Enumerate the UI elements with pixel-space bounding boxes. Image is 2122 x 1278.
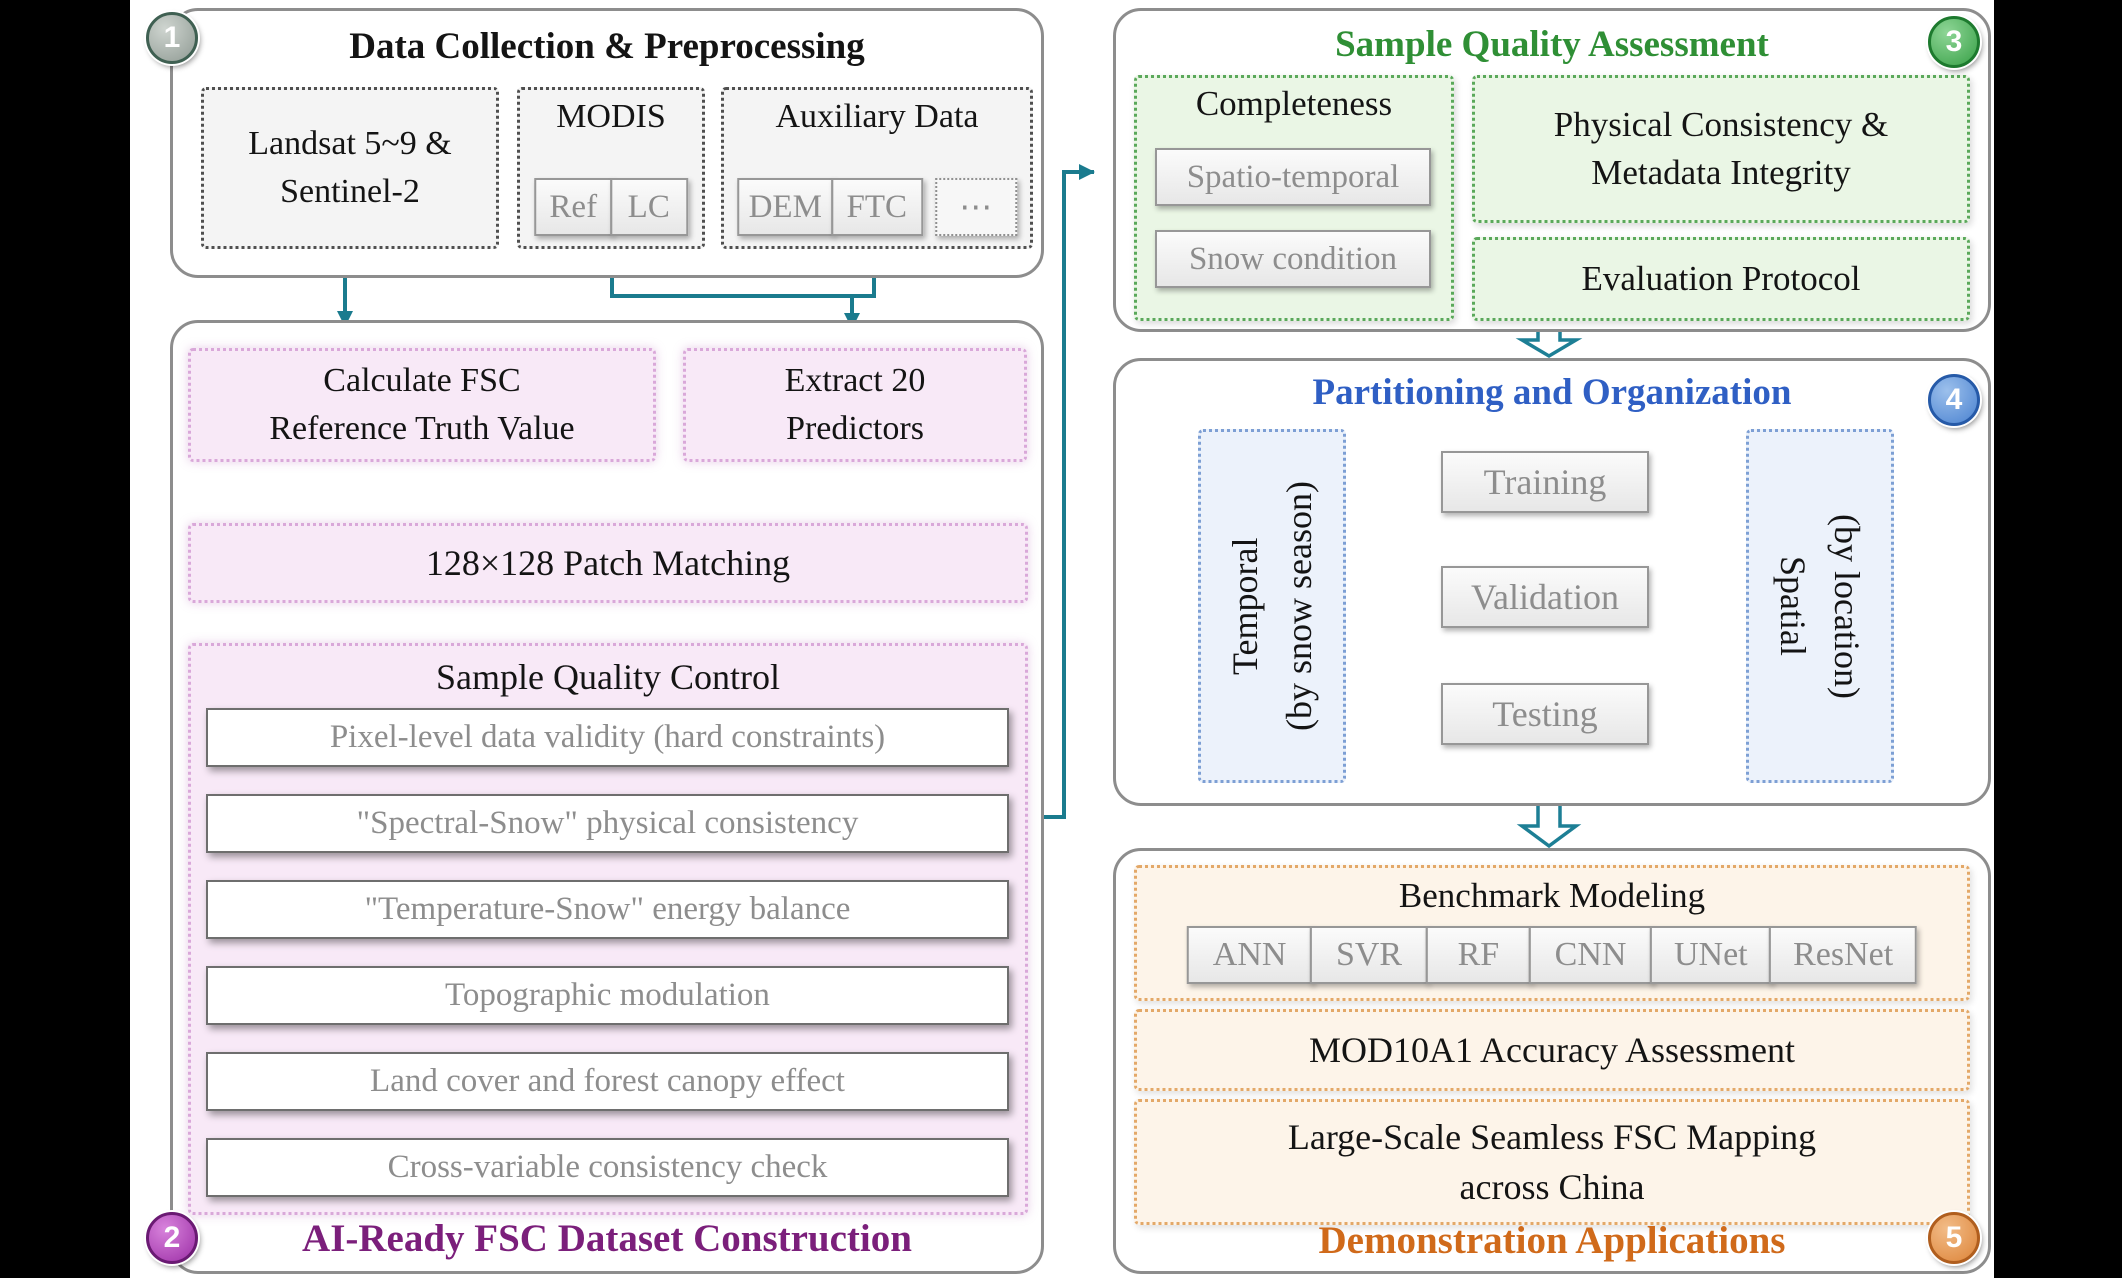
sqc-item-temperature-snow: "Temperature-Snow" energy balance [206,880,1009,939]
validation-split-box: Validation [1441,566,1649,628]
temporal-partition-label: Temporal (by snow season) [1225,481,1319,731]
more-items-cell: ⋯ [934,178,1017,236]
model-rf-cell: RF [1425,926,1532,984]
sqc-item-topographic: Topographic modulation [206,966,1009,1025]
sqc-item-spectral-snow: "Spectral-Snow" physical consistency [206,794,1009,853]
testing-split-box: Testing [1441,683,1649,745]
modis-label: MODIS [556,98,666,135]
data-collection-title: Data Collection & Preprocessing [349,26,865,67]
landsat-sentinel-box: Landsat 5~9 & Sentinel-2 [201,87,499,249]
auxiliary-label: Auxiliary Data [775,98,979,135]
dem-cell: DEM [737,178,834,236]
dataset-construction-title: AI-Ready FSC Dataset Construction [302,1217,912,1260]
evaluation-protocol-box: Evaluation Protocol [1472,237,1970,321]
extract-predictors-box: Extract 20 Predictors [683,348,1027,462]
fsc-mapping-box: Large-Scale Seamless FSC Mapping across … [1134,1099,1970,1225]
panel-partitioning: Partitioning and Organization Temporal (… [1113,358,1991,806]
step-5-badge: 5 [1928,1212,1980,1264]
demonstration-title: Demonstration Applications [1318,1219,1786,1262]
sqc-item-land-cover: Land cover and forest canopy effect [206,1052,1009,1111]
modis-lc-cell: LC [609,178,688,236]
auxiliary-items-row: DEM FTC ⋯ [737,178,1017,236]
step-4-badge: 4 [1928,374,1980,426]
physical-consistency-box: Physical Consistency & Metadata Integrit… [1472,75,1970,223]
snow-condition-cell: Snow condition [1155,230,1431,288]
benchmark-modeling-box: Benchmark Modeling ANN SVR RF CNN UNet R… [1134,865,1970,1001]
step-2-badge: 2 [146,1212,198,1264]
partitioning-title: Partitioning and Organization [1312,372,1792,413]
benchmark-modeling-title: Benchmark Modeling [1398,876,1706,915]
completeness-title: Completeness [1195,84,1393,123]
ftc-cell: FTC [830,178,923,236]
sqc-item-pixel-validity: Pixel-level data validity (hard constrai… [206,708,1009,767]
spatial-partition-box: Spatial (by location) [1746,429,1894,783]
panel-data-collection: Data Collection & Preprocessing Landsat … [170,8,1044,278]
spatial-partition-label: Spatial (by location) [1773,513,1867,699]
step-1-badge: 1 [146,12,198,64]
sample-quality-control-title: Sample Quality Control [436,657,780,697]
sqc-item-cross-variable: Cross-variable consistency check [206,1138,1009,1197]
step-3-badge: 3 [1928,16,1980,68]
training-split-box: Training [1441,451,1649,513]
model-svr-cell: SVR [1309,926,1429,984]
panel-dataset-construction: Calculate FSC Reference Truth Value Extr… [170,320,1044,1274]
quality-assessment-title: Sample Quality Assessment [1335,24,1769,65]
completeness-box: Completeness Spatio-temporal Snow condit… [1134,75,1454,321]
model-unet-cell: UNet [1649,926,1772,984]
modis-products-row: Ref LC [534,178,688,236]
modis-box: MODIS Ref LC [517,87,705,249]
mod10a1-box: MOD10A1 Accuracy Assessment [1134,1009,1970,1091]
panel-quality-assessment: Sample Quality Assessment Completeness S… [1113,8,1991,332]
benchmark-models-row: ANN SVR RF CNN UNet ResNet [1186,926,1918,984]
calculate-fsc-box: Calculate FSC Reference Truth Value [188,348,656,462]
modis-ref-cell: Ref [534,178,613,236]
panel-demonstration: Benchmark Modeling ANN SVR RF CNN UNet R… [1113,848,1991,1274]
patch-matching-box: 128×128 Patch Matching [188,523,1028,603]
spatio-temporal-cell: Spatio-temporal [1155,148,1431,206]
model-cnn-cell: CNN [1528,926,1653,984]
model-resnet-cell: ResNet [1769,926,1918,984]
auxiliary-box: Auxiliary Data DEM FTC ⋯ [721,87,1033,249]
temporal-partition-box: Temporal (by snow season) [1198,429,1346,783]
model-ann-cell: ANN [1186,926,1313,984]
sample-quality-control-box: Sample Quality Control Pixel-level data … [188,643,1028,1215]
